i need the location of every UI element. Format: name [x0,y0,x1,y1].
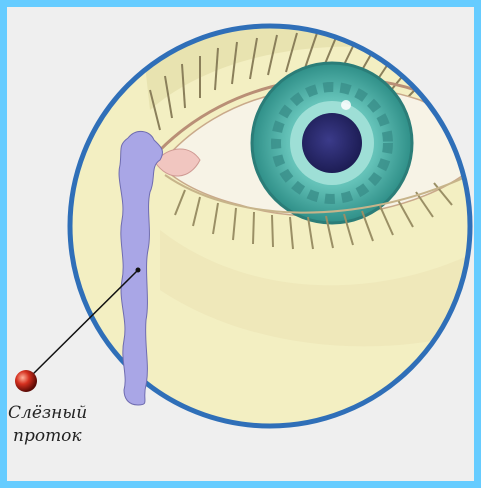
label-line-1: Слёзный [8,402,138,425]
label-line-2: проток [8,425,138,448]
pupil [302,113,362,173]
tear-duct-label: Слёзный проток [8,402,138,448]
eye-illustration [140,20,480,346]
pointer-dot [15,370,37,392]
